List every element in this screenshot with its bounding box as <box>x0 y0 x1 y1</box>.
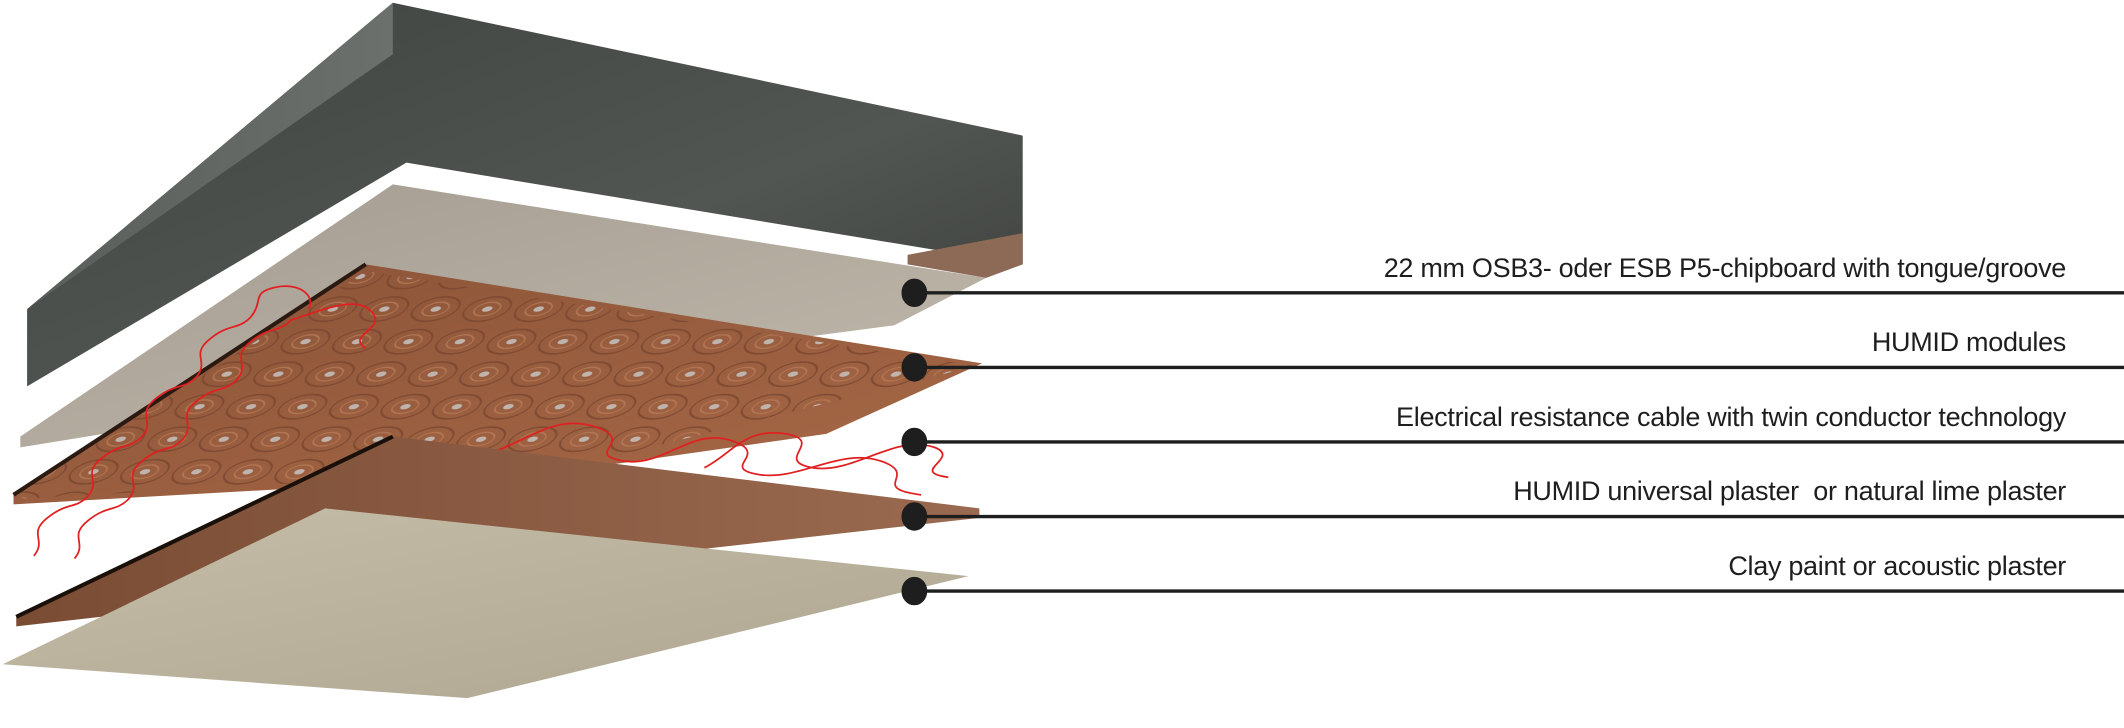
label-clay-paint: Clay paint or acoustic plaster <box>1728 551 2066 581</box>
clay-paint-layer <box>2 508 969 699</box>
leader-lines <box>901 278 2124 606</box>
humid-modules-pattern <box>21 271 976 499</box>
concrete-slab-side <box>27 2 393 387</box>
resistance-cable <box>33 285 949 560</box>
label-resistance-cable: Electrical resistance cable with twin co… <box>1396 402 2066 432</box>
label-humid-modules: HUMID modules <box>1871 327 2066 357</box>
label-plaster: HUMID universal plaster or natural lime … <box>1513 476 2066 506</box>
label-chipboard: 22 mm OSB3- oder ESB P5-chipboard with t… <box>1383 253 2067 283</box>
chipboard-edge <box>907 233 1023 278</box>
concrete-slab <box>27 2 1023 387</box>
